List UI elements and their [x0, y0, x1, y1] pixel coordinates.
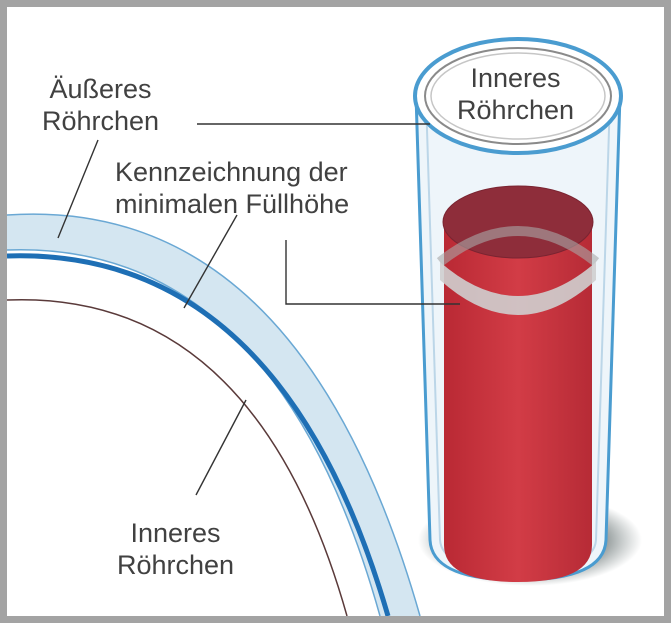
label-fill-mark-line1: Kennzeichnung der	[115, 156, 349, 188]
label-inner-tube-top-line2: Röhrchen	[457, 94, 574, 126]
label-fill-mark-line2: minimalen Füllhöhe	[115, 188, 349, 220]
inner-tube-leader	[196, 400, 246, 495]
label-fill-mark: Kennzeichnung der minimalen Füllhöhe	[115, 156, 349, 220]
label-inner-tube-bottom: Inneres Röhrchen	[117, 517, 234, 581]
label-outer-tube-line1: Äußeres	[42, 73, 159, 105]
label-inner-tube-bottom-line1: Inneres	[117, 517, 234, 549]
label-outer-tube: Äußeres Röhrchen	[42, 73, 159, 137]
label-inner-tube-bottom-line2: Röhrchen	[117, 549, 234, 581]
label-inner-tube-top: Inneres Röhrchen	[457, 62, 574, 126]
label-outer-tube-line2: Röhrchen	[42, 105, 159, 137]
label-inner-tube-top-line1: Inneres	[457, 62, 574, 94]
blood-fill	[440, 218, 596, 588]
